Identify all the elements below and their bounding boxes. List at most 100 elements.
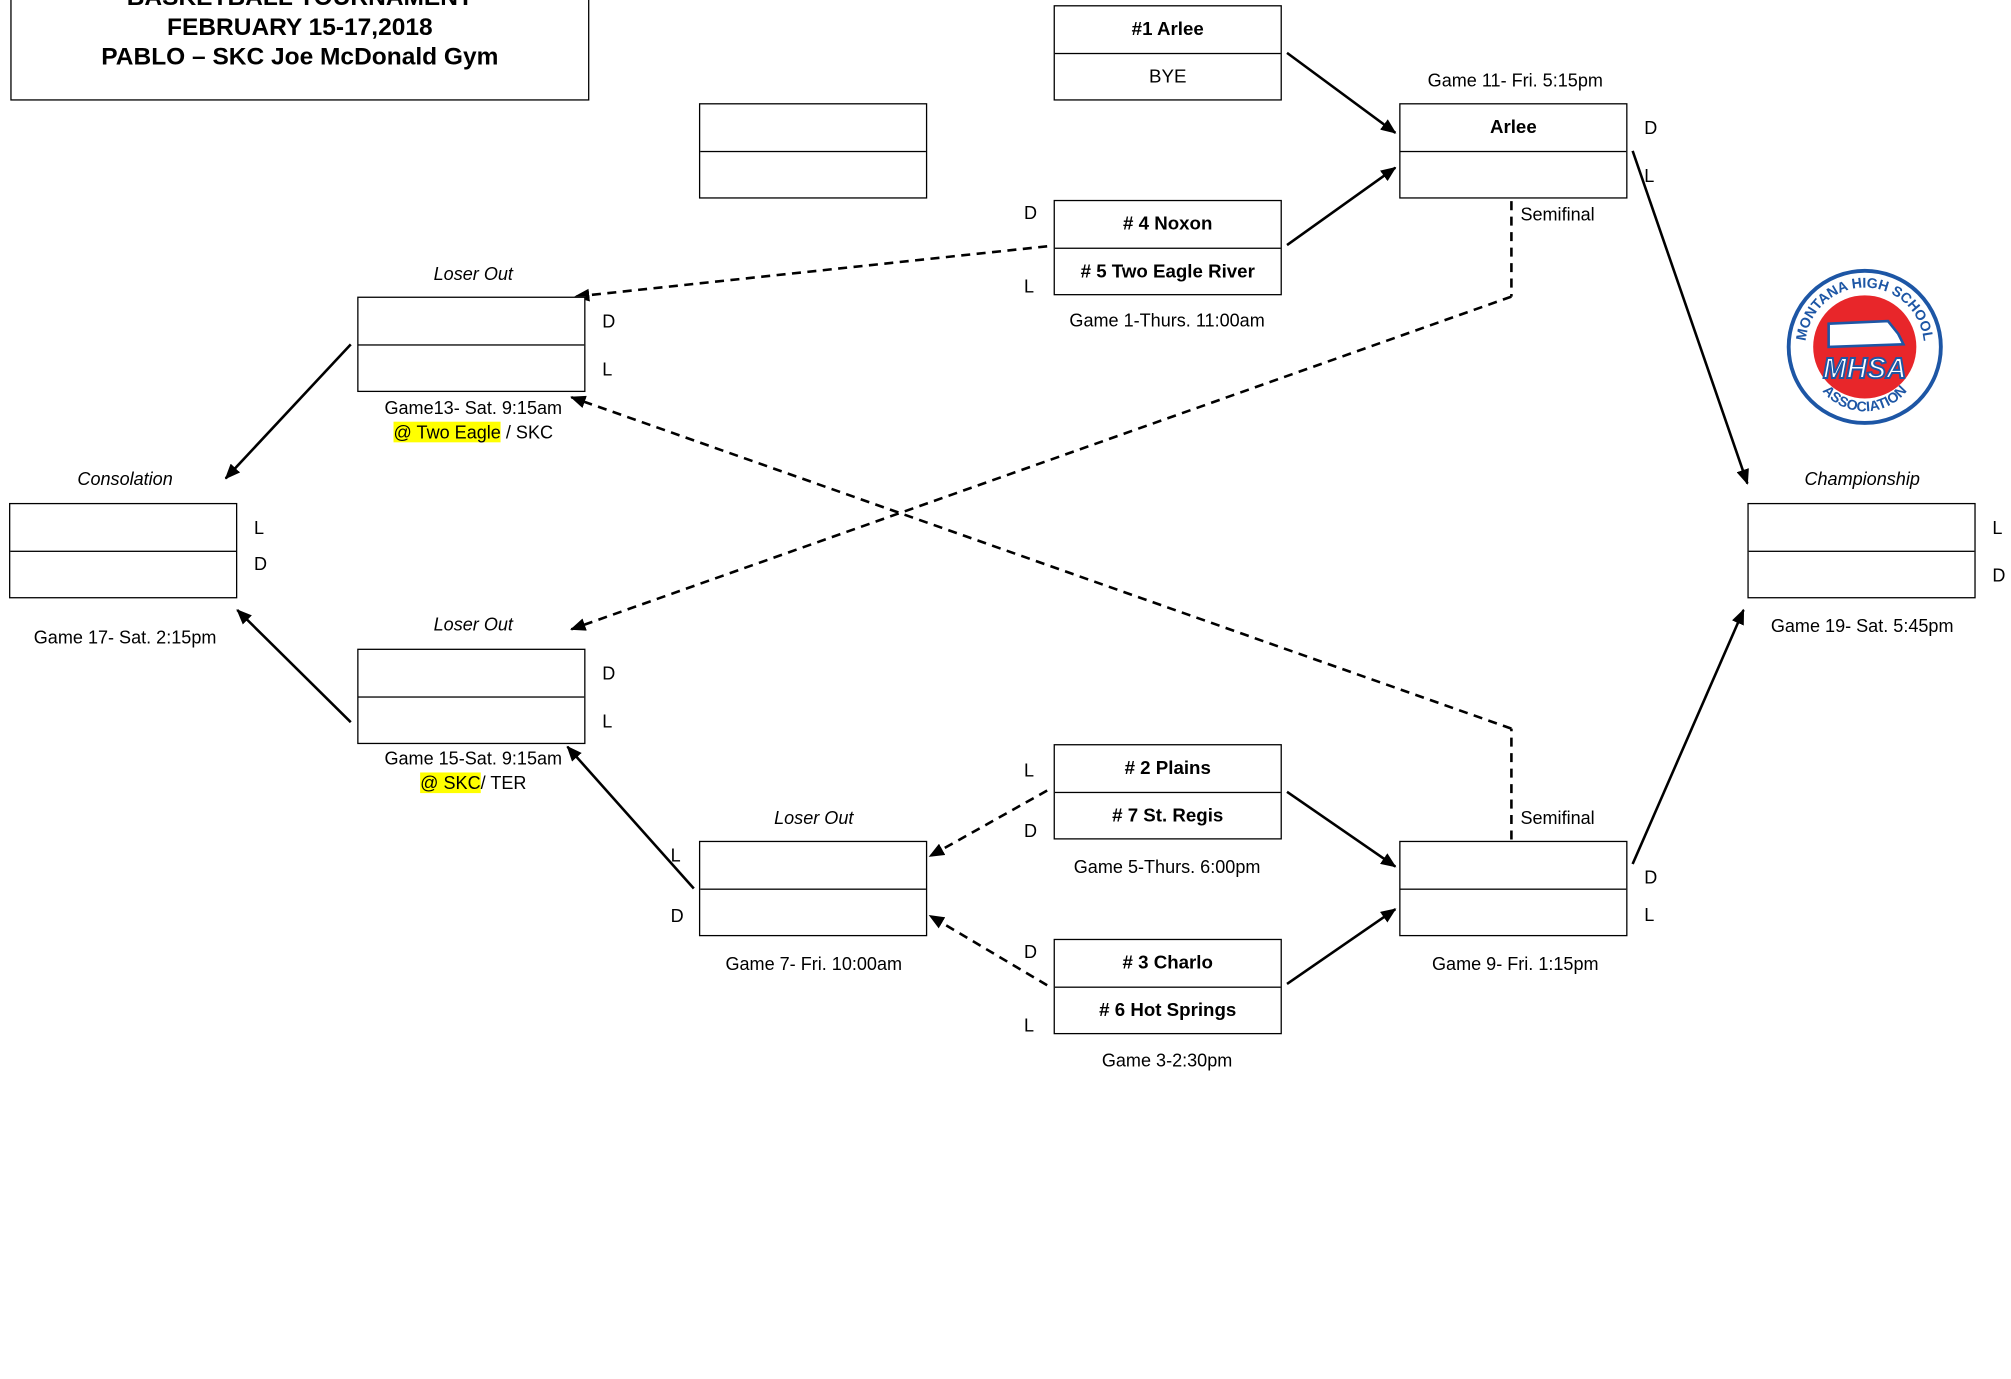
mark-d: D [254,553,268,574]
dash-g9-to-g13-b [570,395,1512,730]
dash-g5-to-g7 [928,789,1048,858]
arrow-bye-to-g11 [1286,51,1397,134]
matchup-game-9 [1399,840,1628,937]
mark-d: D [1023,202,1037,224]
mark-d: D [602,662,616,684]
game-13-venue: @ Two Eagle / SKC [393,421,554,443]
matchup-game-11: Arlee [1399,103,1628,199]
matchup-arlee-bye: #1 Arlee BYE [1053,5,1282,101]
team-slot-top [10,504,236,550]
game-13-caption: Game13- Sat. 9:15am [384,397,563,418]
venue-rest: / TER [480,772,527,794]
game-15-caption: Game 15-Sat. 9:15am [384,747,563,769]
matchup-game-15 [357,648,586,745]
semifinal-label: Semifinal [1520,203,1595,225]
game-9-caption: Game 9- Fri. 1:15pm [1432,953,1599,974]
mark-d: D [1023,941,1037,963]
team-slot-bottom [1748,550,1975,597]
matchup-game-7 [698,840,928,937]
team-slot-top: Arlee [1489,117,1537,138]
venue-highlight: @ Two Eagle [393,421,501,443]
mark-l: L [1023,1014,1034,1036]
arrow-g11-to-champ [1631,150,1749,485]
title-line-1: BASKETBALL TOURNAMENT [12,0,588,13]
team-slot-top: #1 Arlee [1131,19,1204,40]
tournament-title: BASKETBALL TOURNAMENT FEBRUARY 15-17,201… [10,0,590,101]
game-15-venue: @ SKC/ TER [420,772,527,794]
arrow-g1-to-g11 [1286,166,1397,247]
team-slot-bottom [358,344,585,390]
game-17-label: Consolation [77,468,173,489]
matchup-game-1: # 4 Noxon # 5 Two Eagle River [1053,199,1282,296]
mark-d: D [602,310,616,332]
mark-l: L [1023,759,1034,781]
game-13-label: Loser Out [433,263,513,284]
team-slot-top [359,650,585,696]
mark-d: D [1023,820,1037,841]
team-slot-top [700,104,926,150]
dash-g3-to-g7 [928,914,1048,987]
game-19-label: Championship [1804,468,1920,489]
team-slot-bottom: BYE [1054,52,1281,99]
mark-d: D [1644,117,1658,138]
team-slot-top [1401,842,1627,888]
mark-d: D [1644,866,1658,888]
team-slot-top: # 4 Noxon [1123,214,1213,235]
team-slot-bottom [358,696,585,742]
mhsa-logo-icon: MONTANA HIGH SCHOOL ASSOCIATION MHSA [1786,268,1943,425]
matchup-game-19 [1747,502,1976,599]
mark-l: L [254,517,265,538]
mark-d: D [670,905,684,926]
arrow-g13-to-g17 [224,343,352,480]
matchup-game-17 [9,502,238,599]
matchup-game-13 [357,296,586,393]
team-slot-bottom [1400,150,1627,197]
arrow-g3-to-g9 [1286,908,1397,986]
team-slot-bottom [700,150,926,197]
mark-d: D [1992,564,2006,586]
arrow-g15-to-g17 [236,609,352,724]
venue-rest: / SKC [500,421,554,443]
team-slot-top [700,842,926,888]
game-17-caption: Game 17- Sat. 2:15pm [33,626,217,648]
title-line-2: FEBRUARY 15-17,2018 [167,14,433,42]
arrow-g5-to-g9 [1286,790,1397,868]
matchup-game-3: # 3 Charlo # 6 Hot Springs [1053,938,1282,1035]
arrow-g7-to-g15 [566,745,695,890]
matchup-empty [698,103,928,199]
team-slot-bottom [1400,888,1627,935]
game-3-caption: Game 3-2:30pm [1101,1049,1233,1071]
team-slot-bottom: # 7 St. Regis [1054,791,1281,838]
venue-highlight: @ SKC [420,772,481,794]
team-slot-top: # 3 Charlo [1122,953,1213,974]
dash-g11-to-g15-b [570,295,1512,631]
team-slot-bottom [10,550,236,597]
mark-l: L [1644,904,1655,925]
team-slot-top [359,298,585,344]
mark-l: L [1023,275,1034,297]
team-slot-bottom: # 5 Two Eagle River [1054,247,1281,294]
game-11-caption: Game 11- Fri. 5:15pm [1427,69,1603,91]
dash-g1-to-g13 [573,245,1048,302]
bracket-connectors [224,51,1749,987]
team-slot-bottom [700,888,926,935]
game-7-caption: Game 7- Fri. 10:00am [725,953,903,974]
mark-l: L [602,358,613,380]
game-7-label: Loser Out [774,807,854,828]
game-19-caption: Game 19- Sat. 5:45pm [1770,615,1954,636]
team-slot-bottom: # 6 Hot Springs [1054,986,1281,1033]
mark-l: L [1644,165,1655,186]
game-15-label: Loser Out [433,613,513,635]
arrow-g9-to-champ [1631,608,1745,865]
logo-center-text: MHSA [1823,353,1907,385]
team-slot-top [1749,504,1975,550]
game-5-caption: Game 5-Thurs. 6:00pm [1073,856,1261,877]
matchup-game-5: # 2 Plains # 7 St. Regis [1053,744,1282,840]
title-line-3: PABLO – SKC Joe McDonald Gym [101,43,499,71]
game-1-caption: Game 1-Thurs. 11:00am [1069,309,1265,331]
mark-l: L [602,710,613,732]
mark-l: L [670,844,681,866]
mark-l: L [1992,517,2003,538]
semifinal-label: Semifinal [1520,807,1595,828]
